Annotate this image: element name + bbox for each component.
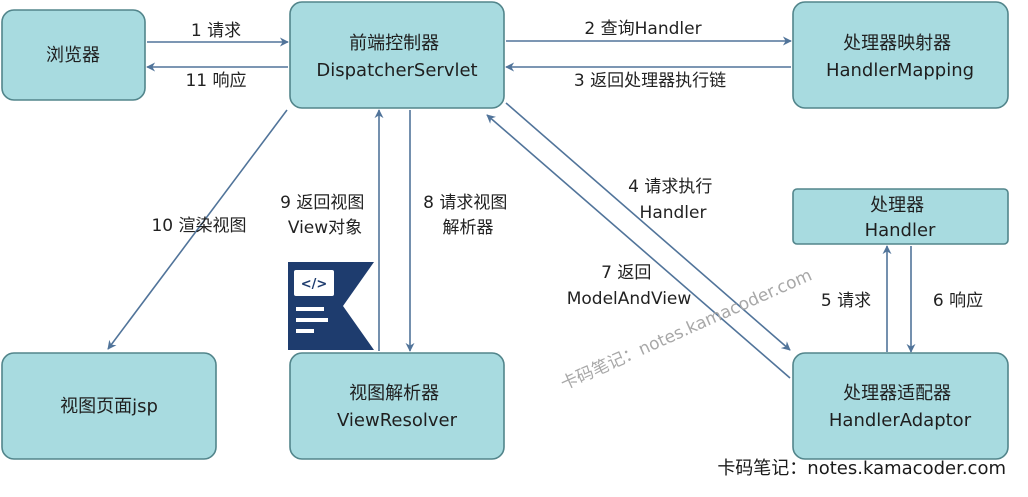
- node-view-page-label: 视图页面jsp: [60, 396, 158, 417]
- node-view-resolver-label: 视图解析器 ViewResolver: [337, 383, 458, 431]
- node-browser-label: 浏览器: [46, 45, 100, 66]
- node-handler-adaptor: 处理器适配器 HandlerAdaptor: [792, 352, 1009, 460]
- edge-render-view: [107, 109, 288, 350]
- label-render-view: 10 渲染视图: [151, 216, 246, 236]
- watermark-diagonal: 卡码笔记：notes.kamacoder.com: [558, 265, 815, 394]
- label-handler-response: 6 响应: [933, 291, 983, 311]
- logo-code-glyph: </>: [301, 277, 328, 292]
- node-handler-mapping: 处理器映射器 HandlerMapping: [792, 1, 1009, 109]
- node-view-page: 视图页面jsp: [1, 352, 217, 460]
- node-dispatcher-servlet: 前端控制器 DispatcherServlet: [289, 1, 505, 109]
- label-adaptor-request: 5 请求: [821, 291, 871, 311]
- kamacoder-logo-icon: </>: [288, 262, 374, 350]
- node-handler-label: 处理器 Handler: [865, 195, 936, 241]
- node-browser: 浏览器: [1, 9, 146, 101]
- label-response: 11 响应: [185, 71, 246, 91]
- node-handler-adaptor-label: 处理器适配器 HandlerAdaptor: [829, 383, 972, 431]
- edges: [107, 36, 916, 379]
- node-view-resolver: 视图解析器 ViewResolver: [289, 352, 505, 460]
- label-return-chain: 3 返回处理器执行链: [574, 71, 726, 91]
- label-request: 1 请求: [191, 21, 241, 41]
- edge-execute-handler: [505, 102, 791, 351]
- watermark-footer: 卡码笔记：notes.kamacoder.com: [717, 458, 1006, 479]
- node-handler-mapping-label: 处理器映射器 HandlerMapping: [826, 33, 974, 81]
- edge-return-modelandview: [486, 114, 791, 379]
- edge-labels: 1 请求 11 响应 2 查询Handler 3 返回处理器执行链 4 请求执行…: [151, 19, 983, 311]
- label-request-view-resolver: 8 请求视图 解析器: [423, 193, 513, 238]
- node-dispatcher-label: 前端控制器 DispatcherServlet: [316, 33, 477, 81]
- label-query-handler: 2 查询Handler: [584, 19, 701, 39]
- node-handler: 处理器 Handler: [792, 188, 1009, 245]
- label-execute-handler: 4 请求执行 Handler: [628, 177, 718, 223]
- label-return-view: 9 返回视图 View对象: [280, 193, 370, 238]
- label-return-modelandview: 7 返回 ModelAndView: [567, 263, 692, 309]
